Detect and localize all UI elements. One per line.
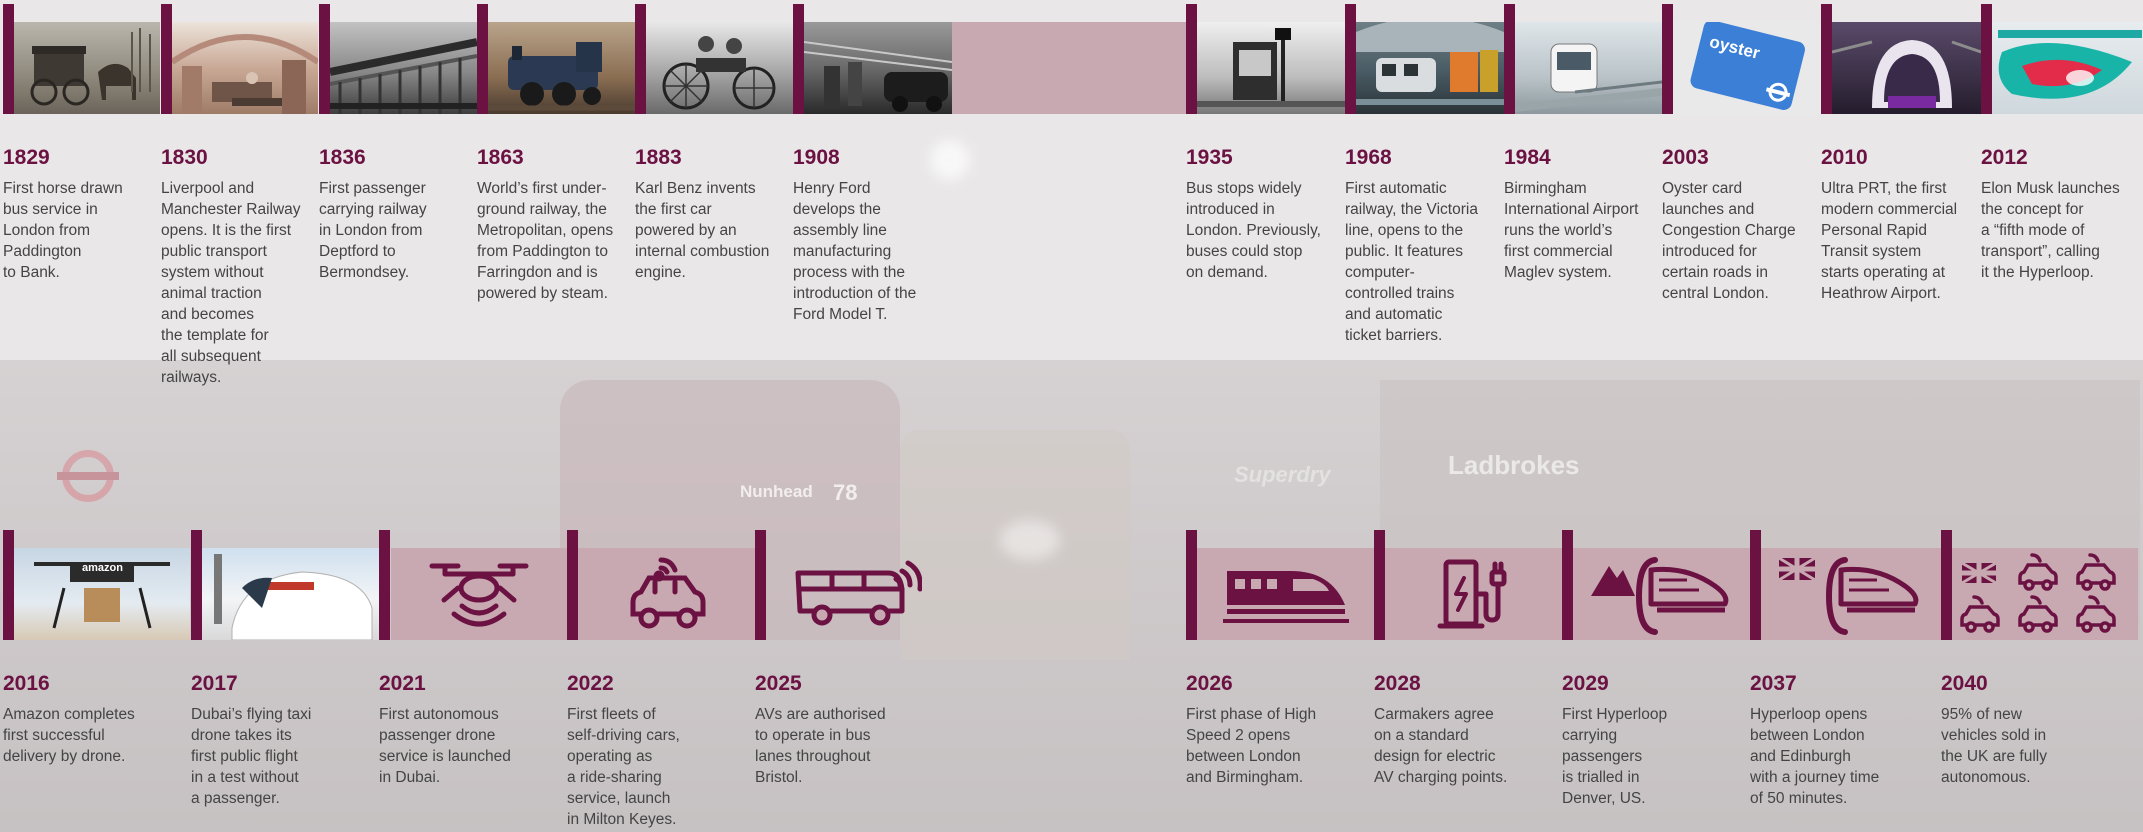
event-year: 2017: [191, 672, 238, 695]
street-light: [930, 140, 970, 180]
timeline-marker: [3, 530, 14, 640]
viaduct-photo: [330, 22, 477, 114]
event-description: Elon Musk launches the concept for a “fi…: [1981, 180, 2120, 281]
timeline-marker: [1562, 530, 1573, 640]
event-description: Birmingham International Airport runs th…: [1504, 180, 1639, 281]
victoria-line-photo: [1356, 22, 1504, 114]
event-year: 2016: [3, 672, 50, 695]
bus-number-sign: 78: [833, 480, 858, 505]
event-description: First fleets of self-driving cars, opera…: [567, 706, 680, 828]
timeline-marker: [3, 4, 14, 114]
band-segment: [952, 22, 1186, 114]
event-year: 2021: [379, 672, 426, 695]
timeline-marker: [1504, 4, 1515, 114]
event-description: World’s first under- ground railway, the…: [477, 180, 614, 302]
timeline-marker: [1821, 4, 1832, 114]
timeline-marker: [161, 4, 172, 114]
event-description: Oyster card launches and Congestion Char…: [1662, 180, 1796, 302]
event-year: 2029: [1562, 672, 1609, 695]
maglev-photo: [1515, 22, 1662, 114]
prt-pod-photo: [1832, 22, 1981, 114]
event-year: 2037: [1750, 672, 1797, 695]
timeline-marker: [793, 4, 804, 114]
event-description: Ultra PRT, the first modern commercial P…: [1821, 180, 1958, 302]
drone-label: amazon: [82, 562, 123, 574]
event-year: 2026: [1186, 672, 1233, 695]
event-description: First phase of High Speed 2 opens betwee…: [1186, 706, 1317, 786]
flying-taxi-photo: [202, 548, 379, 640]
ev-charger-icon: [1386, 548, 1562, 640]
timeline-marker: [1662, 4, 1673, 114]
timeline-marker: [1941, 530, 1952, 640]
event-year: 1863: [477, 146, 524, 169]
event-year: 2022: [567, 672, 614, 695]
event-description: Liverpool and Manchester Railway opens. …: [161, 180, 301, 386]
background-bus-2: [900, 430, 1130, 660]
event-year: 1984: [1504, 146, 1551, 169]
event-description: Dubai’s flying taxi drone takes its firs…: [191, 706, 312, 807]
timeline-marker: [191, 530, 202, 640]
bus-route-sign: Nunhead: [740, 482, 813, 501]
uk-autonomous-cars-icon: [1953, 548, 2133, 640]
connected-car-icon: [579, 548, 755, 640]
event-description: Henry Ford develops the assembly line ma…: [793, 180, 917, 323]
event-description: First passenger carrying railway in Lond…: [319, 180, 427, 281]
event-description: Bus stops widely introduced in London. P…: [1186, 180, 1321, 281]
event-year: 1830: [161, 146, 208, 169]
drone-icon: [391, 548, 567, 640]
high-speed-train-icon: [1198, 548, 1374, 640]
street-light: [1000, 520, 1060, 560]
event-year: 1968: [1345, 146, 1392, 169]
underground-roundel: [57, 450, 119, 502]
benz-car-photo: [646, 22, 793, 114]
hyperloop-render: [1992, 22, 2143, 114]
event-year: 1935: [1186, 146, 1233, 169]
event-year: 2040: [1941, 672, 1988, 695]
assembly-line-photo: [804, 22, 952, 114]
horse-bus-photo: [14, 22, 160, 114]
amazon-drone-photo: amazon: [14, 548, 190, 640]
timeline-marker: [319, 4, 330, 114]
bus-stop-photo: [1197, 22, 1345, 114]
event-year: 2003: [1662, 146, 1709, 169]
timeline-marker: [379, 530, 390, 640]
event-year: 1829: [3, 146, 50, 169]
timeline-marker: [1374, 530, 1385, 640]
timeline-marker: [1345, 4, 1356, 114]
timeline-marker: [477, 4, 488, 114]
timeline-marker: [1981, 4, 1992, 114]
event-description: First automatic railway, the Victoria li…: [1345, 180, 1478, 344]
oyster-card: oyster: [1673, 22, 1821, 114]
shop-sign-2: Superdry: [1234, 462, 1331, 487]
uk-hyperloop-icon: [1762, 548, 1938, 640]
railway-station-photo: [172, 22, 318, 114]
event-year: 2028: [1374, 672, 1421, 695]
mountain-hyperloop-icon: [1574, 548, 1750, 640]
timeline-marker: [1750, 530, 1761, 640]
event-description: Hyperloop opens between London and Edinb…: [1750, 706, 1880, 807]
timeline-marker: [567, 530, 578, 640]
event-year: 1836: [319, 146, 366, 169]
event-description: 95% of new vehicles sold in the UK are f…: [1941, 706, 2047, 786]
event-year: 2010: [1821, 146, 1868, 169]
timeline-marker: [755, 530, 766, 640]
event-description: Amazon completes first successful delive…: [3, 706, 135, 765]
event-year: 1908: [793, 146, 840, 169]
steam-locomotive-photo: [488, 22, 635, 114]
timeline-marker: [1186, 530, 1197, 640]
timeline-marker: [1186, 4, 1197, 114]
event-year: 1883: [635, 146, 682, 169]
event-description: First autonomous passenger drone service…: [379, 706, 511, 786]
event-description: AVs are authorised to operate in bus lan…: [755, 706, 886, 786]
event-description: Carmakers agree on a standard design for…: [1374, 706, 1508, 786]
event-description: First Hyperloop carrying passengers is t…: [1562, 706, 1668, 807]
connected-bus-icon: [767, 548, 947, 640]
event-year: 2012: [1981, 146, 2028, 169]
shop-sign: Ladbrokes: [1448, 450, 1580, 480]
timeline-marker: [635, 4, 646, 114]
event-year: 2025: [755, 672, 802, 695]
event-description: First horse drawn bus service in London …: [3, 180, 123, 281]
event-description: Karl Benz invents the first car powered …: [635, 180, 770, 281]
